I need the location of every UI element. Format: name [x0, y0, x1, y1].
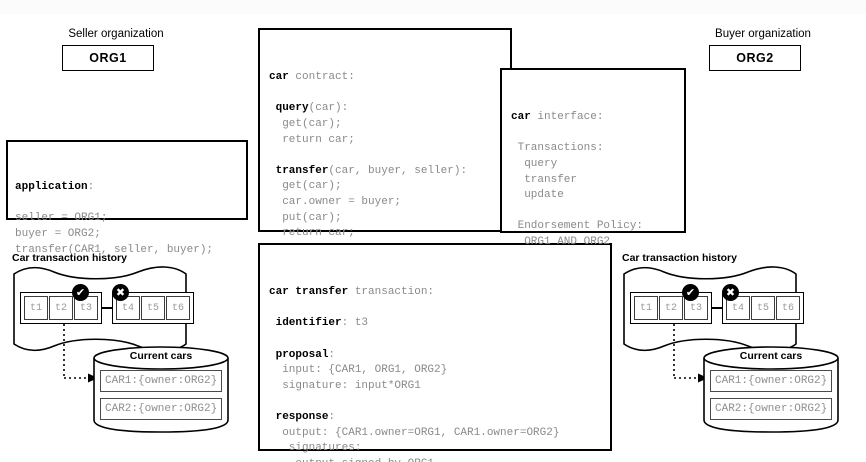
contract-code-box: car contract: query(car): get(car); retu… [258, 28, 512, 239]
code-line [269, 332, 610, 348]
code-line: seller = ORG1; [15, 212, 108, 225]
seller-organization-box: ORG1 [62, 45, 154, 71]
code-line: car contract: [269, 71, 355, 84]
left-world-state-title: Current cars [129, 350, 193, 362]
code-line: transfer [511, 173, 578, 186]
code-line: query [511, 158, 558, 171]
left-ledger-link [102, 307, 112, 309]
cross-icon: ✖ [722, 284, 739, 301]
code-line [269, 301, 610, 317]
code-line [269, 394, 610, 410]
right-tx-t2[interactable]: t2 [659, 296, 683, 320]
code-line: transfer(CAR1, seller, buyer); [15, 243, 214, 256]
buyer-organization-box: ORG2 [709, 45, 801, 71]
code-line: input: {CAR1, ORG1, ORG2} [269, 364, 448, 377]
right-world-state-title: Current cars [739, 350, 803, 362]
interface-code-lines: car interface: Transactions: query trans… [511, 110, 684, 250]
transaction-code-box: car transfer transaction: identifier: t3… [258, 243, 612, 462]
left-ledger-title: Car transaction history [12, 252, 127, 264]
code-line: transfer(car, buyer, seller): [275, 164, 468, 177]
transaction-code-lines: car transfer transaction: identifier: t3… [269, 285, 610, 462]
right-tx-t5[interactable]: t5 [751, 296, 775, 320]
seller-organization-label: Seller organization [68, 28, 164, 40]
code-line: car.owner = buyer; [269, 196, 402, 209]
check-icon: ✔ [72, 284, 89, 301]
right-tx-t1[interactable]: t1 [634, 296, 658, 320]
code-line: identifier: t3 [275, 317, 369, 330]
code-line: response: [275, 411, 336, 424]
left-tx-t6[interactable]: t6 [166, 296, 190, 320]
code-line [15, 196, 246, 212]
code-line: signatures: [269, 442, 362, 455]
left-tx-t1[interactable]: t1 [24, 296, 48, 320]
left-world-state-row-car1[interactable]: CAR1:{owner:ORG2} [100, 370, 222, 392]
code-line: return car; [269, 133, 355, 146]
right-world-state-row-car1[interactable]: CAR1:{owner:ORG2} [710, 370, 832, 392]
right-world-state-row-car2[interactable]: CAR2:{owner:ORG2} [710, 398, 832, 420]
code-line: get(car); [269, 118, 342, 131]
code-line [269, 148, 510, 164]
code-line: output: {CAR1.owner=ORG1, CAR1.owner=ORG… [269, 426, 560, 439]
contract-code-lines: car contract: query(car): get(car); retu… [269, 70, 510, 242]
cross-icon: ✖ [112, 284, 129, 301]
left-tx-t2[interactable]: t2 [49, 296, 73, 320]
interface-code-box: car interface: Transactions: query trans… [500, 68, 686, 248]
code-line: signature: input*ORG1 [269, 379, 421, 392]
application-code-box: application: seller = ORG1; buyer = ORG2;… [6, 140, 248, 256]
code-line: update [511, 189, 564, 202]
code-line: put(car); [269, 211, 342, 224]
code-line [511, 204, 684, 220]
code-line: output signed by ORG1 [269, 457, 610, 462]
check-icon: ✔ [682, 284, 699, 301]
code-line: ORG1 AND ORG2 [511, 236, 611, 249]
code-line: Endorsement Policy: [511, 220, 644, 233]
code-line: Transactions: [511, 142, 604, 155]
code-line: buyer = ORG2; [15, 228, 101, 241]
code-line: return car; [269, 227, 355, 240]
code-line [269, 86, 510, 102]
right-tx-t6[interactable]: t6 [776, 296, 800, 320]
right-ledger-link [712, 307, 722, 309]
code-line: query(car): [275, 102, 349, 115]
code-line: get(car); [269, 180, 342, 193]
right-ledger-title: Car transaction history [622, 252, 737, 264]
code-line: car interface: [511, 111, 604, 124]
code-line: proposal: [275, 348, 336, 361]
right-ledger-group: Car transaction history Current cars t1 … [616, 252, 866, 437]
left-ledger-group: Car transaction history Current cars t1 … [6, 252, 256, 437]
buyer-organization-label: Buyer organization [715, 28, 811, 40]
code-line: application: [15, 181, 95, 194]
left-tx-t5[interactable]: t5 [141, 296, 165, 320]
code-line: car transfer transaction: [269, 286, 435, 299]
code-line [511, 126, 684, 142]
top-band [0, 0, 866, 14]
application-code-lines: application: seller = ORG1; buyer = ORG2;… [15, 180, 246, 258]
left-world-state-row-car2[interactable]: CAR2:{owner:ORG2} [100, 398, 222, 420]
